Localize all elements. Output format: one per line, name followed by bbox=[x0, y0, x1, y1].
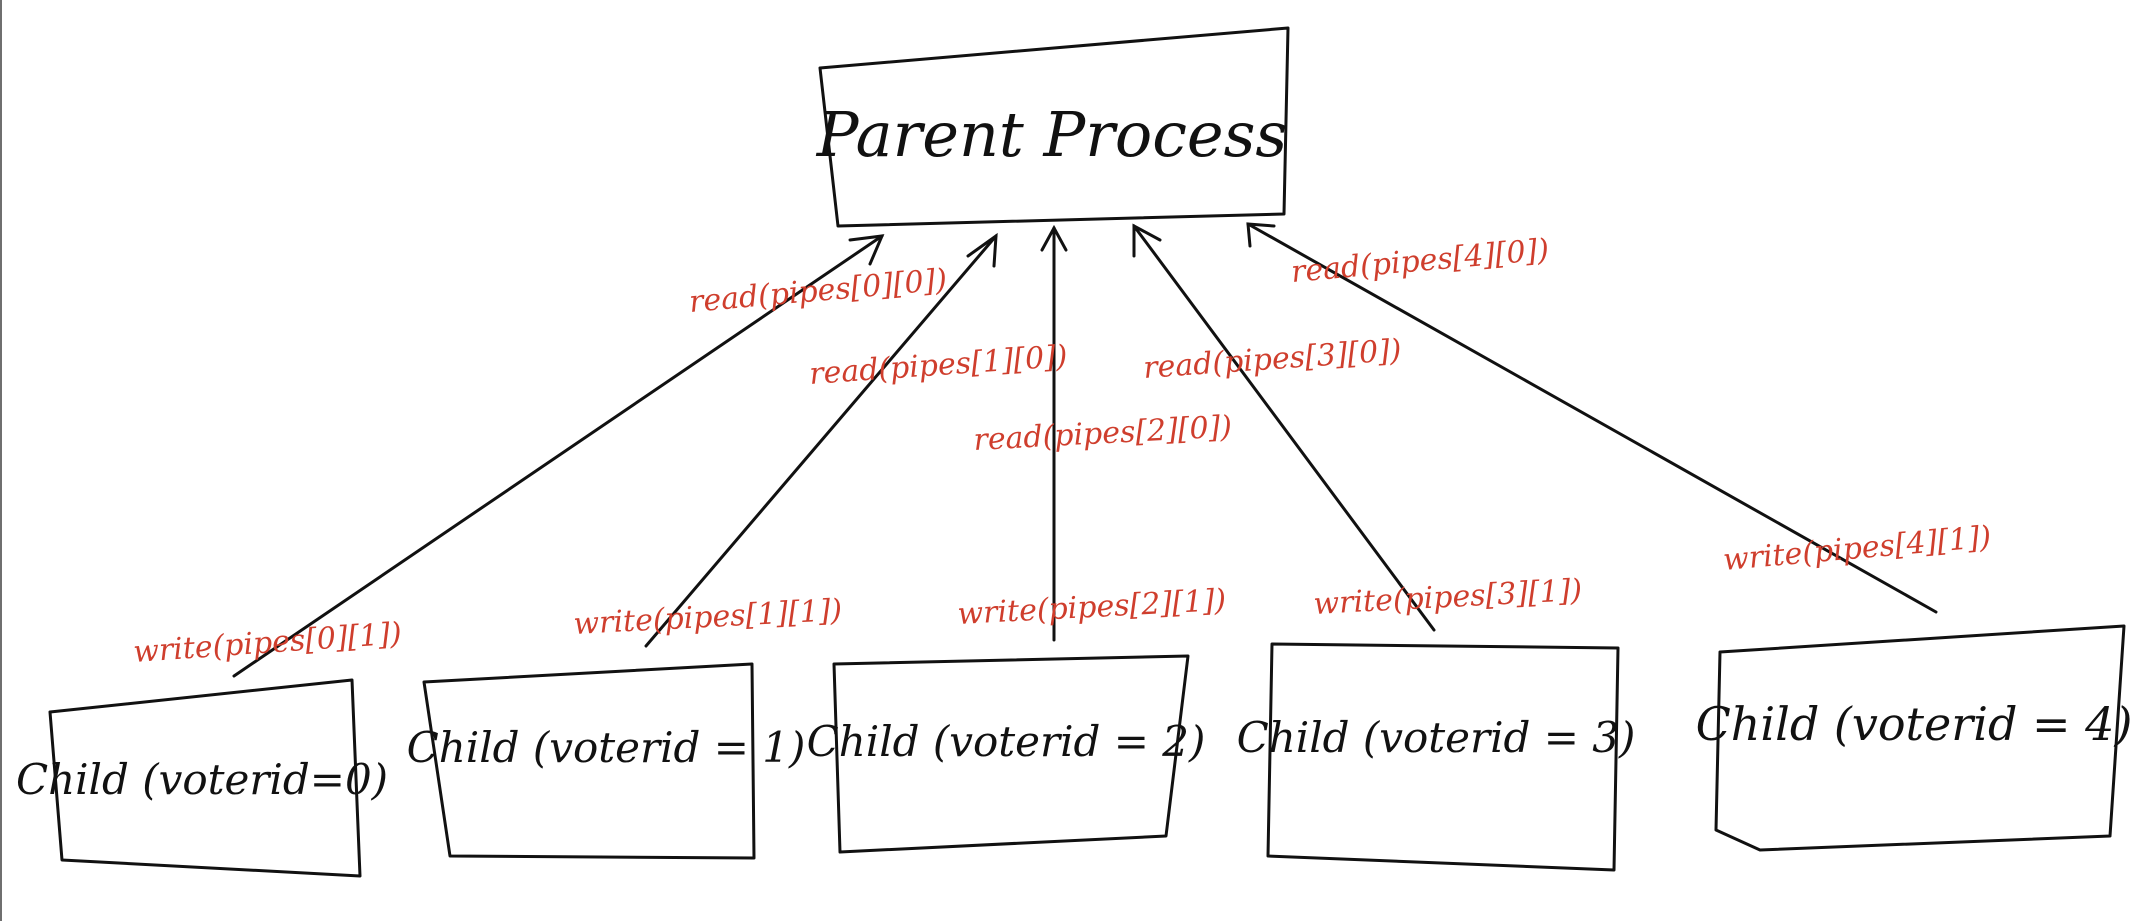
write-label-2: write(pipes[2][1]) bbox=[957, 583, 1227, 632]
write-label-1: write(pipes[1][1]) bbox=[573, 593, 843, 642]
read-label-0: read(pipes[0][0]) bbox=[688, 263, 949, 320]
arrow-child-1 bbox=[644, 232, 998, 648]
arrow-child-0 bbox=[232, 234, 885, 678]
write-labels: write(pipes[0][1]) write(pipes[1][1]) wr… bbox=[132, 520, 1993, 670]
write-label-0: write(pipes[0][1]) bbox=[132, 616, 403, 670]
read-labels: read(pipes[0][0]) read(pipes[1][0]) read… bbox=[688, 233, 1551, 458]
child-label-4: Child (voterid = 4) bbox=[1696, 697, 2133, 751]
child-box-1: Child (voterid = 1) bbox=[407, 662, 806, 860]
read-label-1: read(pipes[1][0]) bbox=[808, 339, 1069, 392]
write-label-3: write(pipes[3][1]) bbox=[1313, 573, 1583, 622]
parent-process-label: Parent Process bbox=[816, 98, 1288, 171]
child-label-0: Child (voterid=0) bbox=[16, 755, 388, 804]
read-label-3: read(pipes[3][0]) bbox=[1142, 333, 1403, 386]
left-border bbox=[0, 0, 2, 921]
child-box-0: Child (voterid=0) bbox=[16, 678, 388, 878]
read-label-4: read(pipes[4][0]) bbox=[1290, 233, 1551, 290]
child-label-1: Child (voterid = 1) bbox=[407, 723, 806, 772]
child-label-3: Child (voterid = 3) bbox=[1237, 713, 1636, 762]
child-label-2: Child (voterid = 2) bbox=[807, 717, 1206, 766]
arrow-child-4 bbox=[1246, 222, 1938, 614]
arrow-child-2 bbox=[1040, 224, 1068, 642]
child-box-3: Child (voterid = 3) bbox=[1237, 642, 1636, 872]
arrow-child-3 bbox=[1132, 223, 1436, 632]
read-label-2: read(pipes[2][0]) bbox=[973, 409, 1233, 457]
parent-process-box: Parent Process bbox=[816, 26, 1290, 228]
pipe-arrows bbox=[232, 222, 1938, 678]
child-box-2: Child (voterid = 2) bbox=[807, 654, 1206, 854]
child-box-4: Child (voterid = 4) bbox=[1696, 624, 2133, 852]
parent-box-outline bbox=[818, 26, 1290, 228]
